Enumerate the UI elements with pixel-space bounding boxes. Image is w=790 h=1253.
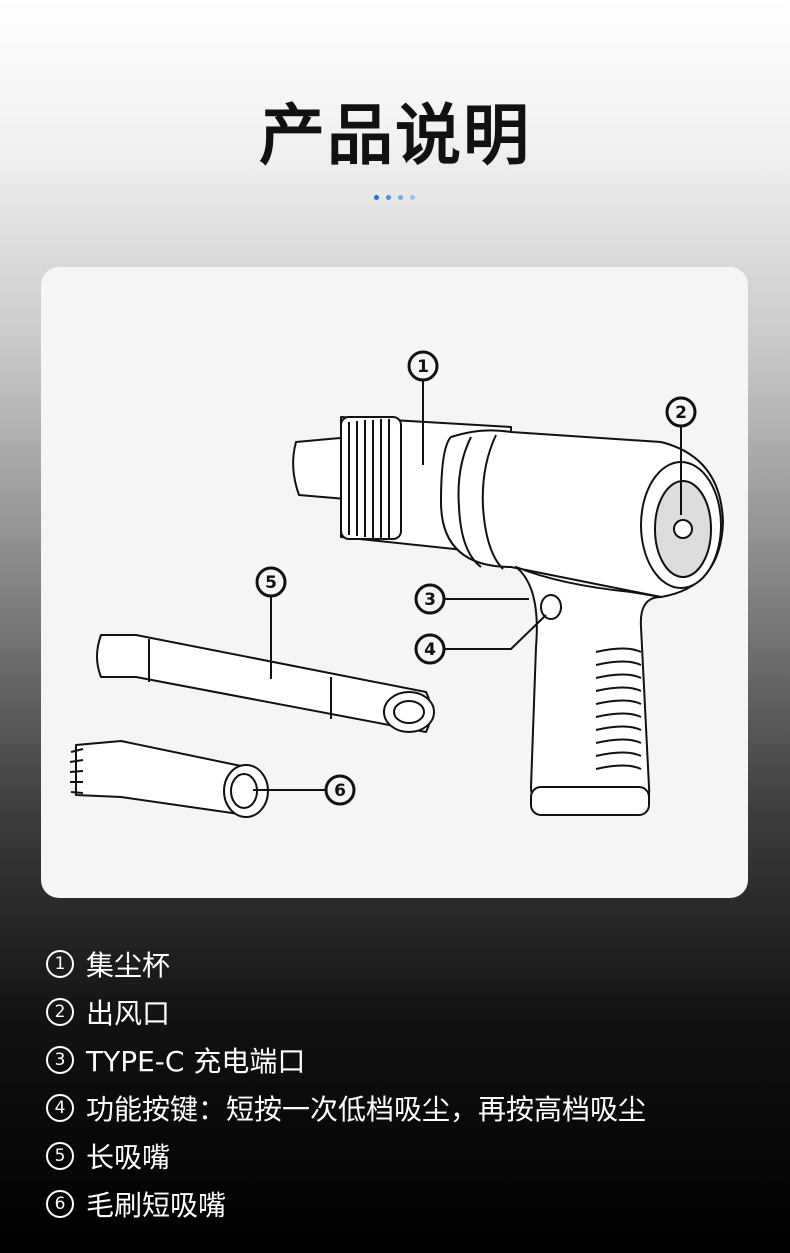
callout-5-label: 5: [265, 573, 277, 593]
legend-text: 功能按键：短按一次低档吸尘，再按高档吸尘: [86, 1093, 647, 1126]
dot-1: [374, 195, 379, 200]
legend-number: 6: [46, 1190, 74, 1218]
legend-item: 5 长吸嘴: [46, 1132, 646, 1180]
exhaust-center: [673, 519, 693, 539]
legend-number: 4: [46, 1094, 74, 1122]
legend-item: 6 毛刷短吸嘴: [46, 1180, 646, 1228]
feature-legend: 1 集尘杯 2 出风口 3 TYPE-C 充电端口 4 功能按键：短按一次低档吸…: [46, 940, 646, 1228]
callout-4: [414, 633, 446, 665]
product-diagram-panel: 1 2 3 4 5 6: [41, 267, 748, 898]
callout-2: [665, 396, 697, 428]
decorative-dots: [374, 195, 415, 200]
legend-number: 2: [46, 998, 74, 1026]
dot-4: [410, 195, 415, 200]
legend-text: TYPE-C 充电端口: [86, 1045, 306, 1078]
product-diagram: 1 2 3 4 5 6: [69, 350, 724, 818]
legend-text: 集尘杯: [86, 949, 171, 982]
callout-3-label: 3: [424, 590, 436, 610]
vacuum-front-nozzle: [292, 436, 352, 500]
grip-ribs: [595, 647, 642, 770]
power-button: [540, 594, 562, 620]
callout-1-label: 1: [417, 357, 429, 377]
legend-text: 出风口: [86, 997, 171, 1030]
legend-number: 1: [46, 950, 74, 978]
handle-base: [530, 786, 650, 816]
dust-cup-ribs: [340, 416, 402, 540]
dot-2: [386, 195, 391, 200]
callout-5: [255, 566, 287, 598]
page-title: 产品说明: [259, 97, 531, 174]
legend-number: 3: [46, 1046, 74, 1074]
legend-item: 4 功能按键：短按一次低档吸尘，再按高档吸尘: [46, 1084, 646, 1132]
legend-item: 3 TYPE-C 充电端口: [46, 1036, 646, 1084]
legend-number: 5: [46, 1142, 74, 1170]
callout-4-label: 4: [424, 640, 436, 660]
legend-item: 2 出风口: [46, 988, 646, 1036]
legend-item: 1 集尘杯: [46, 940, 646, 988]
callout-6: [324, 774, 356, 806]
legend-text: 毛刷短吸嘴: [86, 1189, 227, 1222]
dot-3: [398, 195, 403, 200]
long-nozzle: [96, 634, 432, 733]
callout-3: [414, 583, 446, 615]
legend-text: 长吸嘴: [86, 1141, 171, 1174]
callout-1: [407, 350, 439, 382]
callout-6-label: 6: [334, 781, 346, 801]
callout-2-label: 2: [675, 403, 687, 423]
brush-bristles: [69, 748, 84, 794]
